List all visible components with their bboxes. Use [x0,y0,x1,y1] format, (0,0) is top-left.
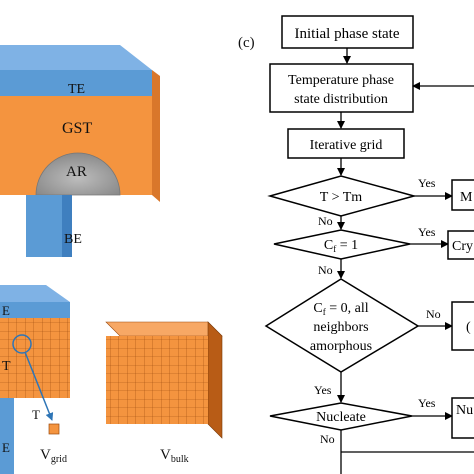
cryst-box-text: Cry [452,239,473,254]
te-top-face [0,45,152,70]
temperature-text-2: state distribution [294,92,388,107]
decision-cf-0-line2: neighbors [313,320,368,335]
decision-cf-0-line3: amorphous [310,339,372,354]
single-cube-t-label: T [32,407,40,422]
te-front-face [0,70,152,96]
nucleate-box [451,397,474,439]
right-box-3-text: ( [466,320,471,335]
nucleate-box-text: Nu [456,403,473,418]
cryst-box [447,230,474,260]
no-1-label: No [318,214,333,228]
be-label: BE [64,232,82,247]
iterative-grid-text: Iterative grid [310,138,383,153]
grid-be-strip [0,398,14,474]
flowchart-panel-c: (c) Initial phase state Temperature phas… [238,15,474,474]
melt-box [451,179,474,211]
grid-e-bottom-label: E [2,440,10,455]
yes-3-label: Yes [314,383,332,397]
grid-e-label: E [2,303,10,318]
yes-1-label: Yes [418,176,436,190]
gst-side-face [152,70,160,202]
grid-illustration: E T E T Vgrid [0,285,70,474]
grid-highlight-circle [12,334,32,354]
decision-cf-1-text: Cf = 1 [324,238,358,254]
decision-nucleate-text: Nucleate [316,410,366,425]
right-box-3 [451,301,474,351]
grid-pointer-arrow [24,351,54,421]
initial-state-text: Initial phase state [295,26,400,42]
bulk-top-face [105,321,223,337]
no-2-label: No [318,263,333,277]
bulk-cube-illustration: Vbulk [105,321,223,465]
yes-2-label: Yes [418,225,436,239]
v-bulk-label: Vbulk [160,447,189,465]
bulk-front-face [106,336,208,424]
melt-box-text: M [460,190,473,205]
be-pillar [26,195,62,257]
panel-c-label: (c) [238,35,255,51]
grid-t-label: T [2,359,11,374]
te-label: TE [68,82,85,97]
device-illustration: TE GST AR BE [0,45,160,257]
no-4-label: No [320,432,335,446]
temperature-box [269,63,414,113]
single-grid-cube [48,423,60,435]
grid-mesh-face [0,318,70,398]
v-grid-label: Vgrid [40,447,67,465]
temperature-text-1: Temperature phase [288,73,394,88]
ar-dome [35,152,121,196]
bulk-side-face [207,321,223,439]
iterative-grid-box [287,128,405,159]
gst-label: GST [62,120,92,137]
decision-t-tm-text: T > Tm [320,190,362,205]
decision-cf-0-line1: Cf = 0, all [313,301,368,317]
be-pillar-side [62,195,72,257]
yes-4-label: Yes [418,396,436,410]
no-3-label: No [426,307,441,321]
grid-blue-front [0,302,70,318]
grid-top-face [0,285,70,302]
ar-label: AR [66,164,87,180]
